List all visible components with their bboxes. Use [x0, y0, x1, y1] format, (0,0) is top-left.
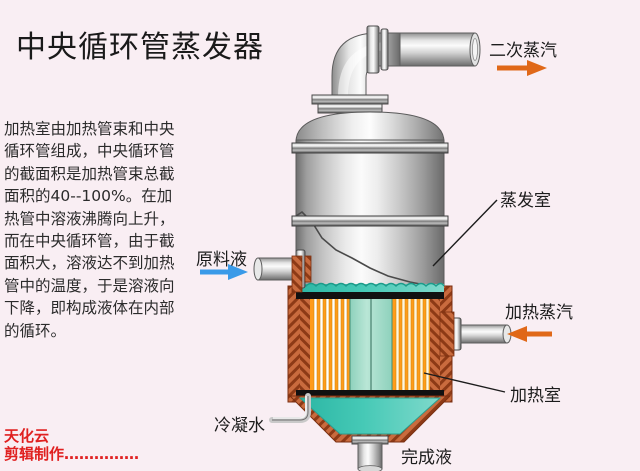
shell-band-lower	[291, 215, 449, 227]
pipe-flange-upper	[366, 25, 380, 74]
label-feed-liquid: 原料液	[196, 250, 247, 270]
shell-band-upper	[291, 142, 449, 154]
watermark-line-2: 剪辑制作……………	[4, 445, 140, 463]
heating-steam-arrow	[507, 326, 552, 342]
secondary-steam-arrow	[497, 60, 547, 76]
page-title: 中央循环管蒸发器	[16, 30, 264, 65]
label-secondary-steam: 二次蒸汽	[489, 41, 557, 61]
label-evaporation-chamber: 蒸发室	[500, 191, 551, 211]
label-finished-liquid: 完成液	[401, 448, 452, 468]
watermark-line-1: 天化云	[4, 427, 50, 445]
bottom-cone	[288, 395, 452, 443]
condensate-drain-pipe	[269, 393, 311, 423]
tube-sheet-lower	[296, 390, 444, 397]
leader-heating-chamber	[423, 372, 506, 393]
domed-head	[295, 111, 445, 143]
liquid-band-top	[296, 284, 444, 294]
product-liquid	[298, 397, 442, 435]
feed-liquid-arrow	[200, 264, 248, 280]
tube-sheet-upper	[296, 292, 444, 299]
label-heating-chamber: 加热室	[510, 386, 561, 406]
heating-chamber	[287, 282, 453, 403]
leader-evaporation-chamber	[432, 199, 498, 267]
heating-steam-nozzle	[439, 311, 512, 357]
label-condensate-water: 冷凝水	[214, 416, 265, 436]
description-text: 加热室由加热管束和中央循环管组成，中央循环管的截面积是加热管束总截面积的40--…	[4, 120, 175, 340]
product-outlet-pipe	[351, 435, 389, 471]
pipe-flange-base	[311, 94, 389, 105]
label-heating-steam: 加热蒸汽	[505, 303, 573, 323]
vapor-outlet-pipe	[311, 25, 481, 114]
feed-wall-stub	[291, 255, 303, 293]
